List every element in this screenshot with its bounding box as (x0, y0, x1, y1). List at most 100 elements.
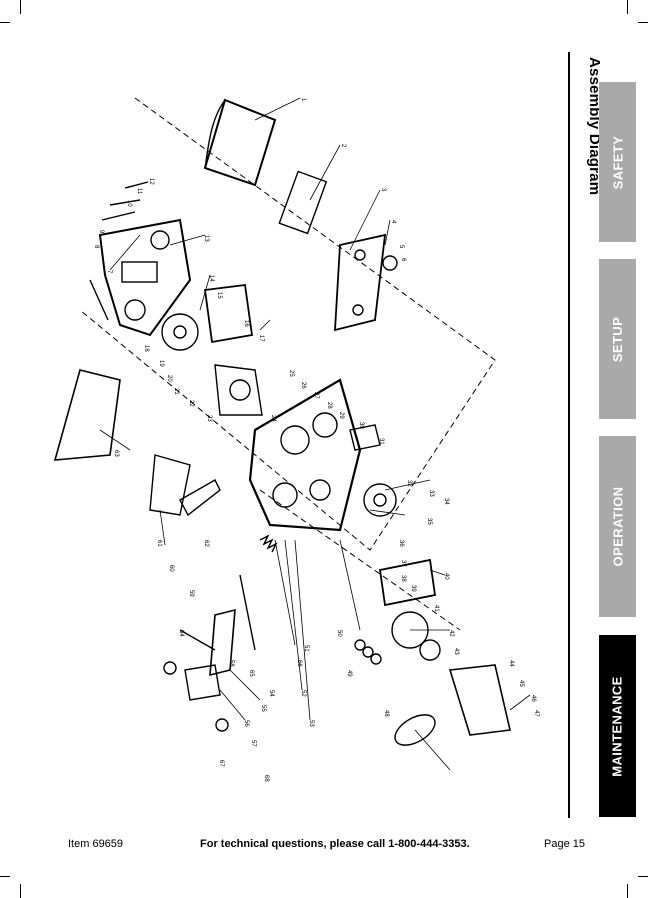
part-number-label: 9 (98, 230, 104, 234)
part-number-label: 39 (410, 585, 416, 592)
part-number-label: 41 (433, 605, 439, 612)
alignment-dashes (79, 97, 496, 551)
gear-housing-part (378, 558, 437, 607)
part-number-label: 66 (296, 660, 302, 667)
part-number-label: 13 (203, 235, 209, 242)
part-number-label: 62 (203, 540, 209, 547)
fan-part (161, 313, 199, 351)
part-number-label: 34 (443, 498, 449, 505)
part-number-label: 2 (340, 144, 346, 148)
part-number-label: 55 (260, 705, 266, 712)
part-number-label: 32 (406, 480, 412, 487)
crop-mark (638, 22, 648, 23)
crop-mark (20, 0, 21, 14)
tab-safety-label: SAFETY (610, 135, 625, 189)
nut-part (382, 255, 398, 271)
part-number-label: 44 (508, 660, 514, 667)
tab-setup-label: SETUP (610, 316, 625, 362)
part-number-label: 60 (168, 565, 174, 572)
angle-guide-part (448, 664, 511, 736)
part-number-label: 6 (400, 258, 406, 262)
part-number-label: 61 (156, 540, 162, 547)
dust-bag-part (53, 369, 121, 461)
part-number-label: 20 (166, 375, 172, 382)
crop-mark (627, 884, 628, 898)
part-number-label: 27 (313, 392, 319, 399)
part-number-label: 22 (188, 400, 194, 407)
part-number-label: 45 (518, 680, 524, 687)
part-number-label: 59 (188, 590, 194, 597)
part-number-label: 16 (243, 320, 249, 327)
tab-maintenance-label: MAINTENANCE (610, 675, 626, 777)
washer-part (419, 639, 441, 661)
part-number-label: 42 (448, 630, 454, 637)
part-number-label: 64 (178, 630, 184, 637)
rear-cover-part (98, 218, 192, 337)
alignment-dashes (259, 489, 461, 631)
crop-mark (0, 876, 10, 877)
tab-maintenance[interactable]: MAINTENANCE (599, 635, 636, 817)
part-number-label: 23 (206, 415, 212, 422)
part-number-label: 18 (143, 345, 149, 352)
part-number-label: 57 (250, 740, 256, 747)
part-number-label: 25 (288, 370, 294, 377)
part-number-label: 56 (243, 720, 249, 727)
part-number-label: 48 (383, 710, 389, 717)
part-number-label: 10 (126, 200, 132, 207)
footer-contact: For technical questions, please call 1-8… (200, 838, 470, 850)
part-number-label: 49 (346, 670, 352, 677)
part-number-label: 14 (208, 275, 214, 282)
platen-part (278, 170, 328, 235)
part-number-label: 5 (398, 245, 404, 249)
tab-operation[interactable]: OPERATION (599, 436, 636, 617)
part-number-label: 51 (303, 645, 309, 652)
part-number-label: 4 (390, 220, 396, 224)
part-number-label: 19 (158, 360, 164, 367)
part-number-label: 15 (216, 292, 222, 299)
part-number-label: 46 (530, 695, 536, 702)
tab-safety[interactable]: SAFETY (599, 82, 636, 242)
part-number-label: 28 (326, 402, 332, 409)
part-number-label: 40 (443, 573, 449, 580)
footer-item-number: Item 69659 (68, 838, 124, 850)
spring-part (259, 534, 278, 553)
part-number-label: 50 (336, 630, 342, 637)
section-divider (568, 52, 570, 818)
part-number-label: 37 (400, 560, 406, 567)
crop-mark (0, 22, 10, 23)
part-number-label: 30 (358, 422, 364, 429)
part-number-label: 17 (258, 335, 264, 342)
drive-pulley-part (363, 483, 397, 517)
part-number-label: 35 (426, 518, 432, 525)
part-number-label: 8 (93, 245, 99, 249)
crop-mark (627, 0, 628, 14)
sanding-belt-part (203, 98, 277, 187)
top-bracket-part (334, 233, 387, 332)
field-coil-part (214, 364, 263, 416)
tab-operation-label: OPERATION (610, 486, 626, 567)
lock-knob-part (184, 664, 221, 701)
part-number-label: 1 (300, 98, 306, 102)
base-plate-part (149, 454, 191, 516)
part-number-label: 52 (300, 690, 306, 697)
part-number-label: 36 (398, 540, 404, 547)
part-number-label: 47 (533, 710, 539, 717)
drive-wheel-part (394, 714, 436, 746)
part-number-label: 24 (270, 415, 276, 422)
part-number-label: 31 (378, 438, 384, 445)
part-number-label: 68 (263, 775, 269, 782)
part-number-label: 38 (400, 575, 406, 582)
armature-part (203, 283, 254, 344)
part-number-label: 65 (248, 670, 254, 677)
part-number-label: 54 (268, 690, 274, 697)
tab-setup[interactable]: SETUP (599, 259, 636, 419)
part-number-label: 12 (148, 178, 154, 185)
part-number-label: 43 (453, 648, 459, 655)
part-number-label: 29 (338, 412, 344, 419)
part-number-label: 33 (428, 490, 434, 497)
footer-page-number: Page 15 (544, 838, 585, 850)
part-number-label: 21 (173, 388, 179, 395)
main-housing-part (248, 378, 362, 532)
